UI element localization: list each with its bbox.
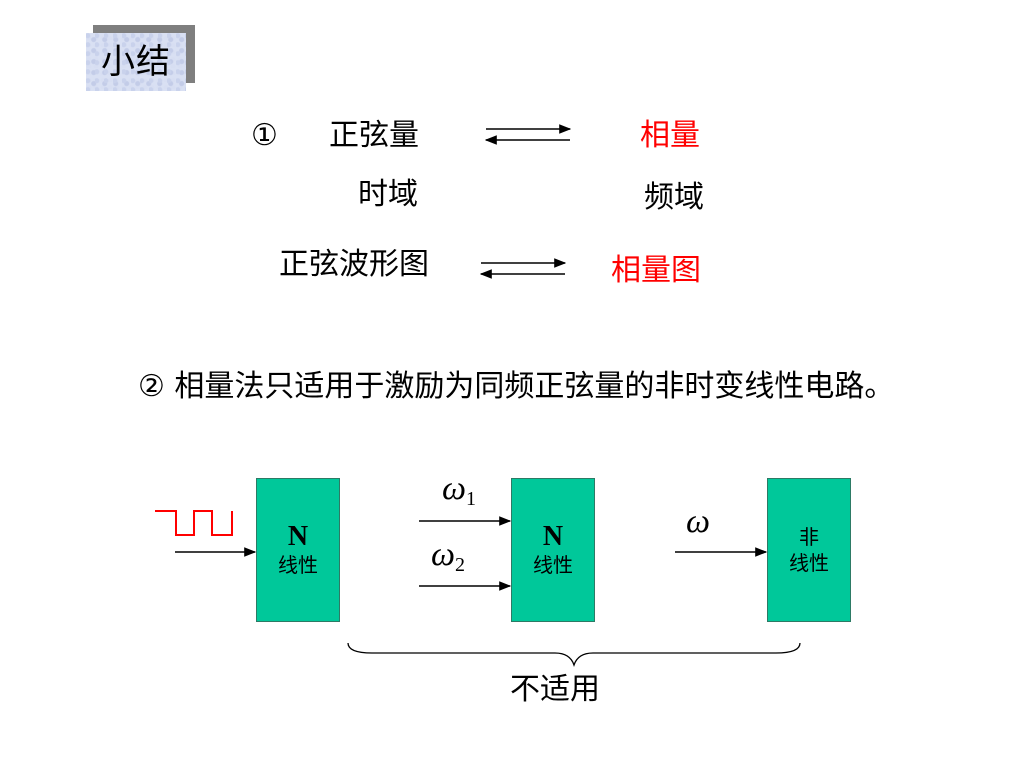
omega-2-label: ω2 — [431, 536, 466, 576]
network-symbol: N — [542, 521, 564, 552]
network-type: 线性 — [278, 553, 318, 577]
linear-network-box-1: N 线性 — [256, 478, 340, 622]
grouping-brace — [347, 642, 801, 668]
network-type-line2: 线性 — [789, 551, 829, 575]
sinusoid-label: 正弦量 — [329, 118, 419, 153]
sine-waveform-label: 正弦波形图 — [279, 247, 429, 282]
frequency-domain-label: 频域 — [644, 180, 704, 215]
item-marker-1: ① — [251, 118, 278, 153]
nonlinear-network-box: 非 线性 — [767, 478, 851, 622]
equivalence-arrow-1 — [484, 124, 572, 145]
omega-label: ω — [686, 503, 711, 540]
square-wave-icon — [155, 510, 233, 536]
applicability-statement: ② 相量法只适用于激励为同频正弦量的非时变线性电路。 — [138, 369, 895, 404]
network-type-line1: 非 — [799, 525, 819, 549]
phasor-label: 相量 — [640, 118, 700, 153]
time-domain-label: 时域 — [358, 177, 418, 212]
omega-1-label: ω1 — [442, 470, 477, 510]
page-title: 小结 — [86, 33, 186, 91]
network-symbol: N — [287, 521, 309, 552]
linear-network-box-2: N 线性 — [511, 478, 595, 622]
network-type: 线性 — [533, 553, 573, 577]
phasor-diagram-label: 相量图 — [611, 253, 701, 288]
not-applicable-caption: 不适用 — [510, 672, 600, 707]
equivalence-arrow-2 — [479, 258, 567, 279]
